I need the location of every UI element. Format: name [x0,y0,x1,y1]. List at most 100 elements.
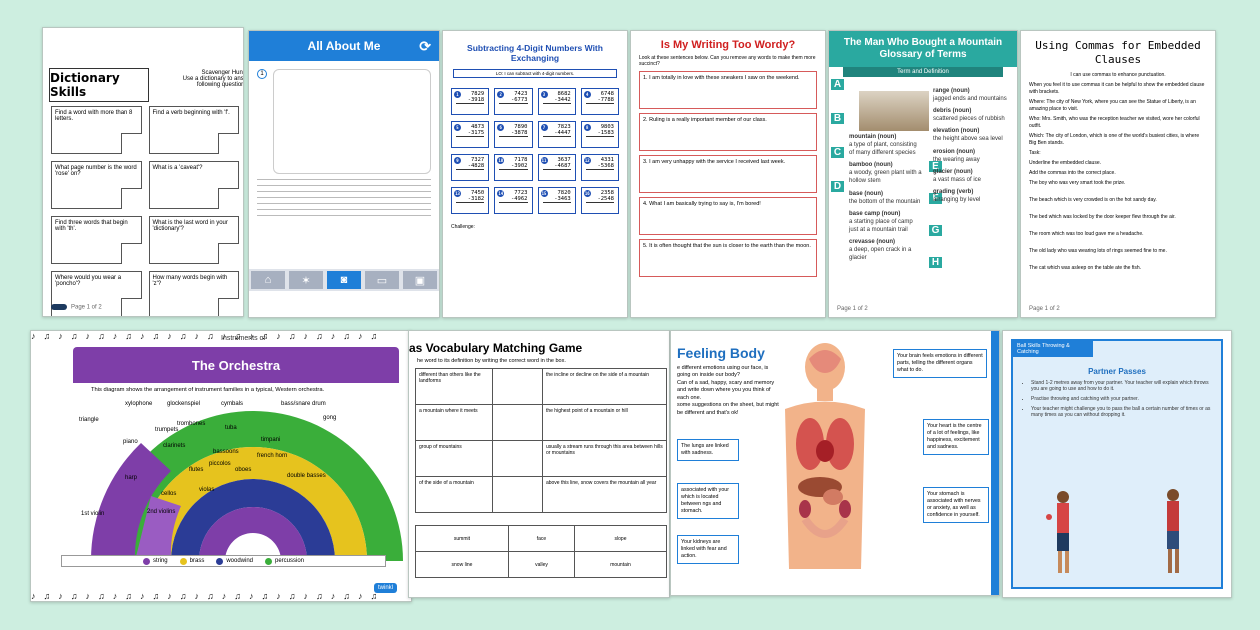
legend-swatch [216,557,224,565]
glossary-entry: bamboo (noun) [849,162,893,169]
star-icon: ✶ [289,271,323,289]
glossary-entry: grading (verb) [933,188,974,195]
instrument-label: trumpets [155,427,179,433]
glossary-entry: a woody, green plant with a hollow stem [849,170,922,185]
music-note-border-icon: ♪♫♪♫♪♫♪♫♪♫♪♫♪♫♪♫♪♫♪♫♪♫♪♫♪♫ [31,591,386,601]
glossary-entry: the bottom of the mountain [849,198,921,205]
home-icon: ⌂ [251,271,285,289]
callout-brain: Your brain feels emotions in different p… [893,349,987,378]
question-box: What page number is the word 'rose' on? [51,161,142,209]
commas-line: The old lady who was wearing lots of rin… [1029,247,1167,254]
instruction-item: Stand 1-2 metres away from your partner.… [1031,380,1211,392]
glossary-letter: A [831,79,844,90]
blue-border [991,331,999,595]
glossary-entry: a vast mass of ice [933,176,982,183]
body-intro: e different emotions using our face, is … [677,365,779,416]
callout-lungs: The lungs are linked with sadness. [677,439,739,461]
instrument-label: 1st violin [81,511,105,517]
vocab-sub: he word to its definition by writing the… [417,358,566,364]
sentence-box: 2. Ruling is a really important member o… [639,113,817,151]
commas-aim: I can use commas to enhance punctuation. [1070,71,1166,78]
commas-line: The boy who was very smart took the priz… [1029,179,1126,186]
glossary-entry: the wearing away [933,156,980,163]
question-box: Find a verb beginning with 'f'. [148,106,239,154]
legend-item: string [142,557,168,565]
glossary-entry: the height above sea level [933,136,1003,143]
commas-line: Task: [1029,149,1041,156]
legend-swatch [265,557,272,565]
body-title: Feeling Body [677,345,765,361]
chat-icon: ▭ [365,271,399,289]
callout-stomach: Your stomach is associated with nerves o… [923,487,989,523]
sentence-box: 3. I am very unhappy with the service I … [639,155,817,193]
callout-heart: Your heart is the centre of a lot of fee… [923,419,989,455]
instrument-label: piccolos [209,461,231,467]
challenge-label: Challenge: [451,224,475,230]
footer: Page 1 of 2 [837,306,868,312]
glossary-entry: erosion (noun) [933,148,975,155]
orchestra-desc: This diagram shows the arrangement of in… [91,387,325,393]
footer: Page 1 of 2 [51,304,102,311]
worksheet-subtracting: Subtracting 4-Digit Numbers With Exchang… [442,30,628,318]
callout-kidneys: Your kidneys are linked with fear and ac… [677,535,739,564]
worksheet-feeling-body: Feeling Body e different emotions using … [670,330,1000,596]
instruction-item: Your teacher might challenge you to pass… [1031,406,1211,418]
question-box: Find a word with more than 8 letters. [51,106,142,154]
commas-line: The room which was too loud gave me a he… [1029,230,1144,237]
wordy-intro: Look at these sentences below. Can you r… [639,55,816,67]
legend-swatch [142,557,150,565]
legend-swatch [179,557,187,565]
vocab-title: as Vocabulary Matching Game [409,341,583,355]
dictionary-subtitle: Scavenger Hunt Use a dictionary to answe… [182,70,244,88]
refresh-icon: ⟳ [419,38,431,54]
item-number: 1 [257,69,267,79]
instrument-label: piano [123,439,138,445]
glossary-entry: scattered pieces of rubbish [933,116,1005,123]
glossary-entry: range (noun) [933,88,970,94]
subtract-objective: LO: I can subtract with 4-digit numbers. [453,69,617,78]
instruction-item: Practise throwing and catching with your… [1031,396,1211,402]
all-about-me-title: All About Me [307,39,381,53]
glossary-subhead: Term and Definition [843,67,1003,77]
definition-table: different than others like the landforms… [415,368,668,513]
subtract-title: Subtracting 4-Digit Numbers With Exchang… [467,43,603,63]
sentence-box: 4. What I am basically trying to say is,… [639,197,817,235]
worksheet-mountain-glossary: The Man Who Bought a Mountain Glossary o… [828,30,1018,318]
instrument-label: violas [199,487,215,493]
instrument-label: oboes [235,467,252,473]
worksheet-vocabulary: as Vocabulary Matching Game he word to i… [408,330,670,598]
worksheet-commas: Using Commas for Embedded Clauses I can … [1020,30,1216,318]
glossary-entry: mountain (noun) [849,134,897,140]
dictionary-title: Dictionary Skills [49,68,149,102]
glossary-entry: arranging by level [933,197,981,204]
instrument-label: cellos [161,491,177,497]
all-about-me-header: All About Me ⟳ [249,31,439,61]
partner-tag: Ball Skills Throwing & Catching [1013,341,1093,357]
callout-liver: associated with your which is located be… [677,483,739,519]
glossary-letter: F [929,193,942,204]
legend-item: brass [179,557,204,565]
instrument-label: tuba [225,425,237,431]
contact-icon: ▣ [403,271,437,289]
worksheet-all-about-me: All About Me⟳ 1 ⌂ ✶ ◙ ▭ ▣ [248,30,440,318]
about-body: 1 [249,61,439,229]
sentence-box: 1. I am totally in love with these sneak… [639,71,817,109]
footer: Page 1 of 2 [1029,306,1060,312]
instrument-label: timpani [261,437,281,443]
instrument-label: harp [125,475,138,481]
worksheet-partner-passes: Ball Skills Throwing & Catching Partner … [1002,330,1232,598]
partner-title: Partner Passes [1088,367,1146,376]
glossary-entry: base camp (noun) [849,210,901,217]
